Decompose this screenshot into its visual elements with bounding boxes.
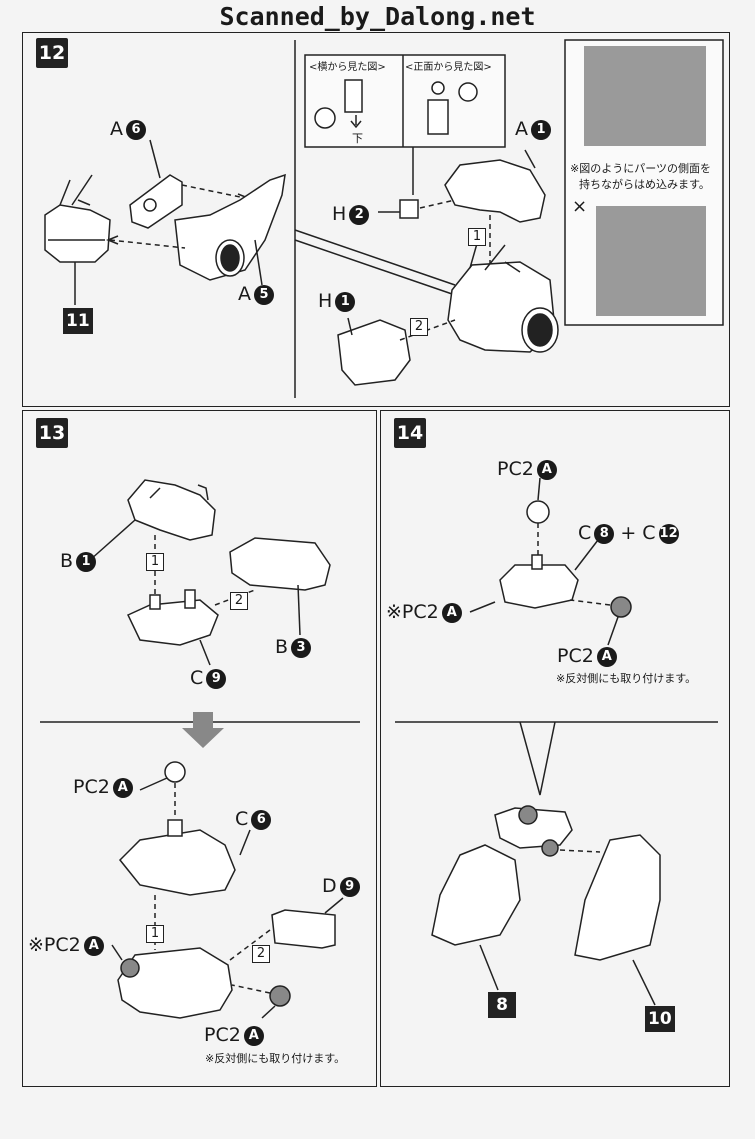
wrong-mark: ×	[572, 196, 588, 217]
step12-order-2: 2	[410, 318, 428, 336]
step13-order-2a: 2	[230, 592, 248, 610]
step12-frame	[22, 32, 730, 407]
step13-order-1b: 1	[146, 925, 164, 943]
step13-number: 13	[36, 418, 68, 448]
front-view-label: <正面から見た図>	[405, 62, 492, 73]
step14-frame	[380, 410, 730, 1087]
step14-number: 14	[394, 418, 426, 448]
step13-frame	[22, 410, 377, 1087]
step14-sub-10: 10	[645, 1006, 675, 1032]
down-mark: 下	[352, 132, 363, 145]
photo-note-line1: ※図のようにパーツの側面を	[570, 162, 711, 175]
step14-sub-8: 8	[488, 992, 516, 1018]
side-view-label: <横から見た図>	[309, 62, 386, 73]
opposite-side-note: ※反対側にも取り付けます。	[205, 1052, 346, 1065]
photo-note-line2: 持ちながらはめ込みます。	[579, 178, 710, 191]
photo-wrong	[596, 206, 706, 316]
step12-order-1: 1	[468, 228, 486, 246]
scan-header: Scanned_by_Dalong.net	[219, 2, 536, 31]
step12-sub-11: 11	[63, 308, 93, 334]
step13-order-2b: 2	[252, 945, 270, 963]
step13-order-1a: 1	[146, 553, 164, 571]
opposite-side-note: ※反対側にも取り付けます。	[556, 672, 697, 685]
step12-number: 12	[36, 38, 68, 68]
photo-correct	[584, 46, 706, 146]
